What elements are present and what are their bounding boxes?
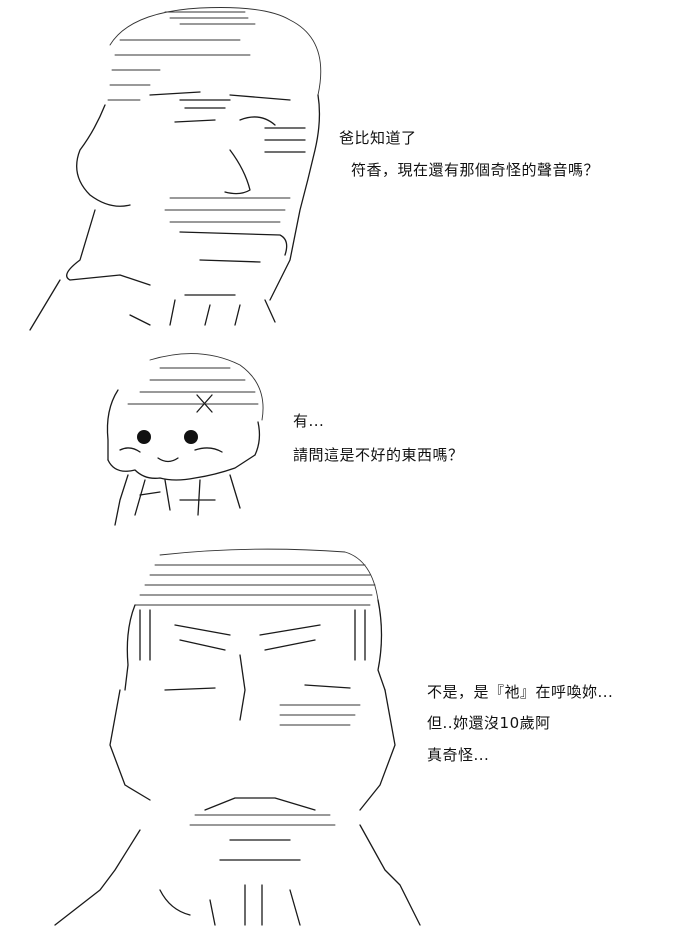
father-ascii-art-2 xyxy=(54,548,421,926)
dialogue-line: 符香，現在還有那個奇怪的聲音嗎？ xyxy=(351,161,600,179)
dialogue-line: 請問這是不好的東西嗎？ xyxy=(293,446,464,464)
dialogue-line: 真奇怪... xyxy=(427,746,490,764)
child-ascii-art xyxy=(106,353,264,526)
dialogue-line: 但..妳還沒10歲阿 xyxy=(427,714,551,732)
panel-2: 有... 請問這是不好的東西嗎？ xyxy=(0,340,700,540)
panel-3: 不是，是『祂』在呼喚妳... 但..妳還沒10歲阿 真奇怪... xyxy=(0,540,700,933)
dialogue-line: 不是，是『祂』在呼喚妳... xyxy=(427,683,614,701)
father-ascii-art-1 xyxy=(29,7,322,331)
panel-1: 爸比知道了 符香，現在還有那個奇怪的聲音嗎？ xyxy=(0,0,700,340)
dialogue-line: 爸比知道了 xyxy=(339,129,417,147)
dialogue-line: 有... xyxy=(293,412,325,430)
